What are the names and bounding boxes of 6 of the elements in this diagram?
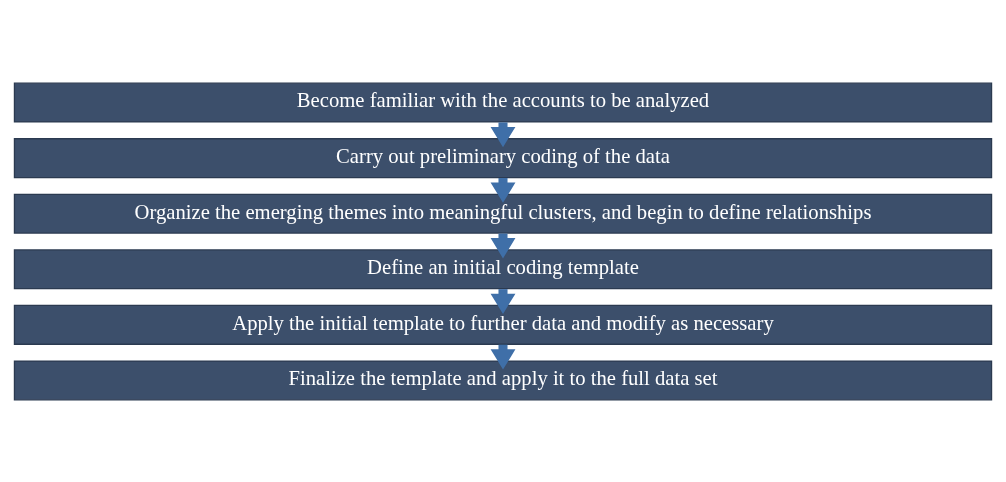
node-box: Organize the emerging themes into meaningful clusters, and begin to define relationships — [13, 193, 993, 234]
node-box: Define an initial coding template — [13, 248, 993, 289]
node-box: Apply the initial template to further data and modify as necessary — [13, 304, 993, 345]
node-box: Become familiar with the accounts to be analyzed — [13, 82, 993, 123]
node-box: Finalize the template and apply it to the full data set — [13, 359, 993, 400]
node-box: Carry out preliminary coding of the data — [13, 137, 993, 178]
